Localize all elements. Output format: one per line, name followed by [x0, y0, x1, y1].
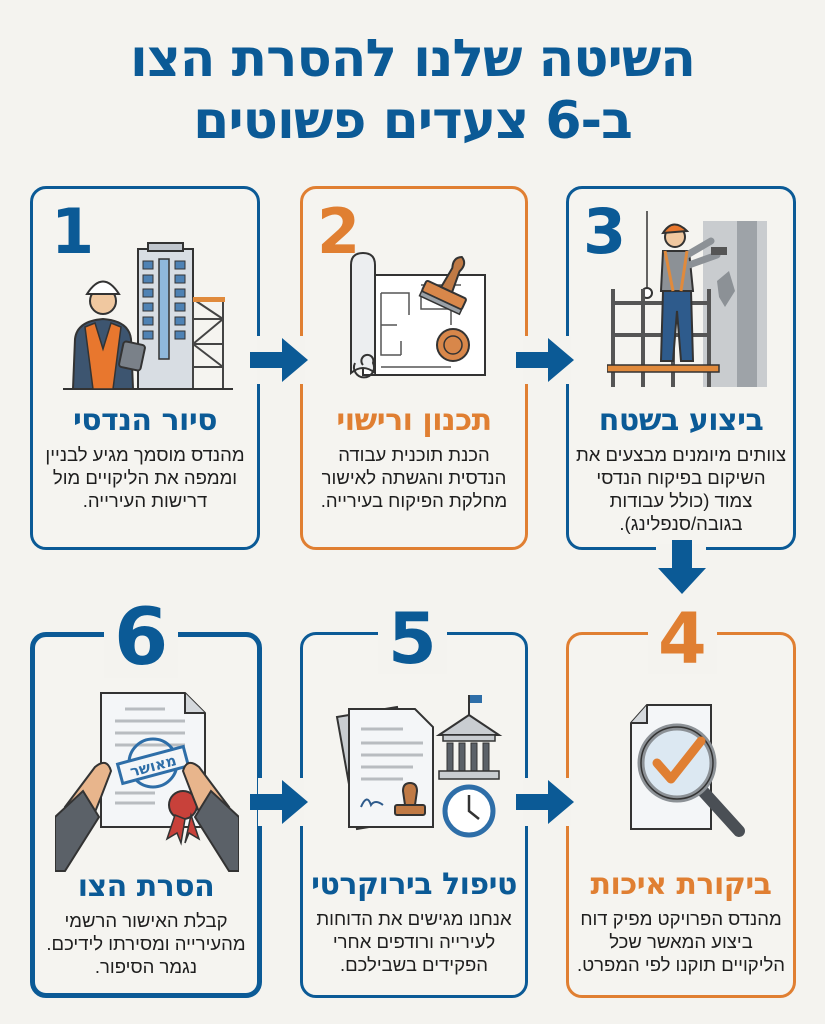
step-title-1: סיור הנדסי	[72, 403, 218, 438]
step-description-1: מהנדס מוסמך מגיע לבניין וממפה את הליקויי…	[45, 444, 245, 511]
documents-municipality-clock-icon	[335, 695, 503, 838]
arrow-down-icon	[658, 540, 706, 594]
magnifier-check-icon	[630, 704, 745, 837]
step-title-3: ביצוע בשטח	[598, 403, 764, 438]
step-number-2: 2	[317, 195, 361, 268]
step-description-6: קבלת האישור הרשמי מהעירייה ומסירתו לידיכ…	[46, 910, 246, 977]
step-number-1: 1	[51, 195, 95, 268]
arrow-right-icon	[516, 338, 574, 382]
step-number-4: 4	[648, 604, 717, 674]
step-description-3: צוותים מיומנים מבצעים את השיקום בפיקוח ה…	[575, 444, 787, 534]
step-card-5: טיפול בירוקרטי אנחנו מגישים את הדוחות לע…	[300, 632, 528, 998]
worker-scaffold-icon	[607, 211, 767, 387]
step-title-2: תכנון ורישוי	[336, 403, 492, 438]
arrow-right-icon	[516, 780, 574, 824]
step-card-4: ביקורת איכות מהנדס הפרויקט מפיק דוח ביצו…	[566, 632, 796, 998]
engineer-building-icon	[63, 242, 233, 390]
step-description-5: אנחנו מגישים את הדוחות לעירייה ורודפים א…	[316, 908, 512, 975]
step-card-6: מאושר הסרת הצו קבלת האישור הרשמי מהעיריי…	[30, 632, 262, 998]
step-title-4: ביקורת איכות	[590, 867, 772, 902]
step-card-3: 3 ביצוע בשטח צוותים מיומנים מבצעים את הש…	[566, 186, 796, 550]
step-description-4: מהנדס הפרויקט מפיק דוח ביצוע המאשר שכל ה…	[576, 908, 786, 975]
arrow-right-icon	[250, 338, 308, 382]
title-line-2: ב-6 צעדים פשוטים	[193, 91, 633, 151]
step-number-6: 6	[104, 598, 179, 678]
title-line-1: השיטה שלנו להסרת הצו	[130, 29, 696, 89]
arrow-right-icon	[250, 780, 308, 824]
step-number-5: 5	[378, 604, 447, 674]
page-title: השיטה שלנו להסרת הצו ב-6 צעדים פשוטים	[0, 28, 825, 152]
step-title-5: טיפול בירוקרטי	[311, 867, 517, 902]
step-description-2: הכנת תוכנית עבודה הנדסית והגשתה לאישור מ…	[320, 444, 508, 511]
blueprint-stamp-icon	[350, 251, 486, 379]
step-number-3: 3	[583, 195, 627, 268]
step-card-1: 1 סיור הנדסי מהנדס מוסמך מגיע לבניין וממ…	[30, 186, 260, 550]
step-card-2: 2 תכנון ורישוי הכנת תוכנית עבודה הנדסית …	[300, 186, 528, 550]
approved-certificate-icon: מאושר	[55, 692, 239, 872]
step-title-6: הסרת הצו	[77, 869, 215, 904]
